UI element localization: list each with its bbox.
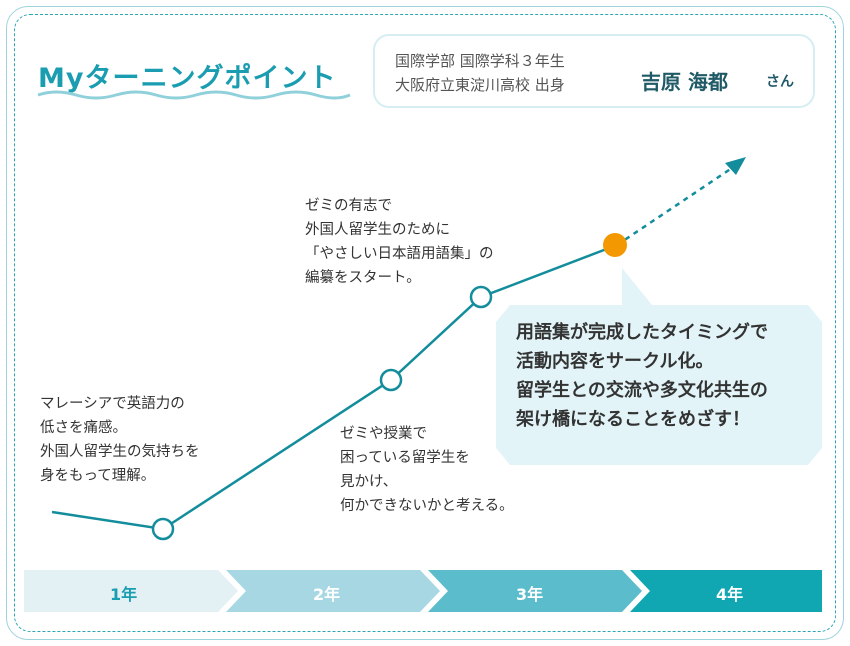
year-band-2 — [226, 570, 440, 612]
profile-name: 吉原 海都 — [641, 70, 728, 94]
callout-bubble — [496, 268, 822, 465]
year-label-2: 2年 — [313, 585, 341, 604]
future-arrow-line — [616, 164, 736, 247]
year-label-3: 3年 — [516, 585, 544, 604]
inner-dashed-frame — [14, 14, 836, 632]
callout-text: 用語集が完成したタイミングで 活動内容をサークル化。 留学生との交流や多文化共生… — [516, 322, 768, 430]
note-year3: ゼミの有志で 外国人留学生のために 「やさしい日本語用語集」の 編纂をスタート。 — [305, 198, 494, 286]
profile-high-school: 大阪府立東淀川高校 出身 — [395, 76, 565, 94]
point-highlight — [603, 233, 627, 257]
profile-name-suffix: さん — [766, 74, 794, 90]
profile-department: 国際学部 国際学科３年生 — [395, 52, 565, 70]
point-year1 — [151, 517, 175, 541]
year-label-1: 1年 — [110, 585, 138, 604]
title-underline-wave — [37, 90, 351, 100]
year-band-4 — [630, 570, 822, 612]
page-title: Myターニングポイント — [38, 63, 337, 94]
note-year1: マレーシアで英語力の 低さを痛感。 外国人留学生の気持ちを 身をもって理解。 — [40, 396, 200, 484]
year-band-3 — [428, 570, 642, 612]
year-band-1 — [24, 570, 238, 612]
point-year2 — [379, 368, 403, 392]
future-arrow-head — [725, 157, 746, 175]
profile-card: 国際学部 国際学科３年生 大阪府立東淀川高校 出身 吉原 海都 さん — [373, 34, 815, 108]
note-year2: ゼミや授業で 困っている留学生を 見かけ、 何かできないかと考える。 — [340, 426, 514, 514]
point-year3 — [469, 285, 493, 309]
year-label-4: 4年 — [716, 585, 744, 604]
outer-frame — [6, 6, 844, 640]
